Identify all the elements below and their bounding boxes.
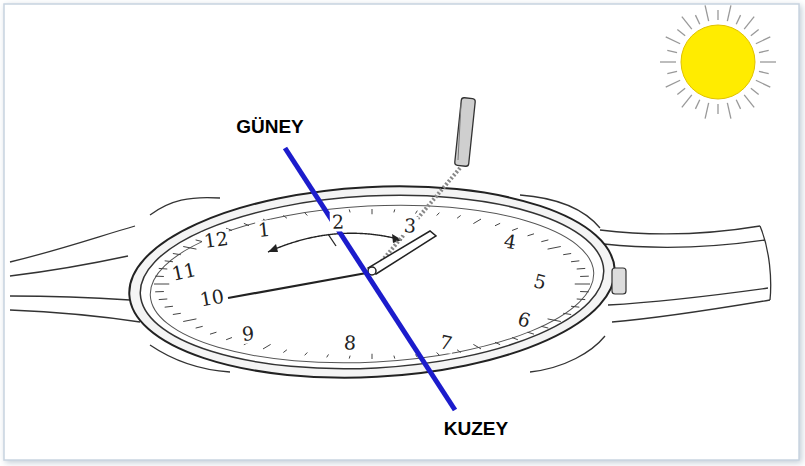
tick-mark xyxy=(173,253,181,254)
sun-ray xyxy=(717,104,718,114)
tick-mark xyxy=(495,342,500,344)
tick-mark xyxy=(283,215,287,218)
sun-ray xyxy=(751,30,759,36)
dial-number: 10 xyxy=(196,286,227,310)
sun-ray xyxy=(677,88,685,94)
tick-mark xyxy=(393,356,395,359)
direction-label: KUZEY xyxy=(441,418,511,439)
sun-ray xyxy=(666,80,680,87)
sun-ray xyxy=(660,61,676,62)
tick-mark xyxy=(457,215,461,218)
sun-ray xyxy=(667,71,677,73)
tick-mark xyxy=(159,268,168,270)
dial-number: 9 xyxy=(239,324,257,345)
tick-mark xyxy=(528,332,534,334)
tick-mark xyxy=(183,319,196,322)
tick-mark xyxy=(563,313,571,314)
tick-mark xyxy=(327,354,329,357)
tick-mark xyxy=(571,306,579,308)
dial-number: 1 xyxy=(255,220,273,241)
sun-ray xyxy=(759,71,769,73)
tick-mark xyxy=(196,326,203,328)
tick-mark xyxy=(512,338,518,340)
tick-mark xyxy=(305,352,308,355)
sun-ray xyxy=(695,100,699,109)
tick-mark xyxy=(563,253,571,254)
tick-mark xyxy=(305,213,308,216)
dial-number: 2 xyxy=(330,212,347,232)
tick-mark xyxy=(512,228,518,230)
tick-mark xyxy=(165,306,173,308)
tick-mark xyxy=(495,223,500,225)
tick-mark xyxy=(349,209,351,212)
sun-ray xyxy=(759,50,769,52)
sun-ray xyxy=(705,5,709,21)
tick-mark xyxy=(571,260,579,262)
tick-mark xyxy=(393,209,395,212)
tick-mark xyxy=(575,284,590,285)
tick-mark xyxy=(437,352,440,355)
tick-mark xyxy=(165,260,173,262)
sun-ray xyxy=(756,37,770,44)
tick-mark xyxy=(244,223,249,225)
tick-mark xyxy=(349,356,351,359)
tick-mark xyxy=(548,247,561,250)
tick-mark xyxy=(541,326,548,328)
tick-mark xyxy=(173,313,181,314)
tick-mark xyxy=(473,344,481,349)
tick-mark xyxy=(437,213,440,216)
dial-number: 8 xyxy=(341,333,358,353)
tick-mark xyxy=(155,276,164,277)
tick-mark xyxy=(416,211,418,214)
tick-mark xyxy=(577,268,586,270)
sun-ray xyxy=(677,30,685,36)
tick-mark xyxy=(155,291,164,292)
tick-mark xyxy=(577,298,586,300)
sun-ray xyxy=(760,61,776,62)
sun-ray xyxy=(682,17,692,30)
tick-mark xyxy=(528,234,534,236)
tick-mark xyxy=(457,350,461,353)
sun-ray xyxy=(666,37,680,44)
tick-mark xyxy=(283,350,287,353)
tick-mark xyxy=(183,247,196,250)
sun-ray xyxy=(727,103,731,119)
tick-mark xyxy=(226,338,232,340)
tick-mark xyxy=(263,344,271,349)
tick-mark xyxy=(154,284,169,285)
dial-number: 4 xyxy=(500,231,519,253)
tick-mark xyxy=(473,219,481,224)
tick-mark xyxy=(372,354,373,359)
sun-ray xyxy=(756,80,770,87)
sun-ray xyxy=(736,15,740,24)
tick-mark xyxy=(210,332,216,334)
tick-mark xyxy=(548,319,561,322)
sun-ray xyxy=(682,95,692,108)
sun-ray xyxy=(667,50,677,52)
tick-mark xyxy=(372,209,373,214)
sun-ray xyxy=(705,103,709,119)
direction-label: GÜNEY xyxy=(233,116,307,137)
tick-mark xyxy=(580,276,589,277)
sun-ray xyxy=(751,88,759,94)
tick-mark xyxy=(580,291,589,292)
sun-ray xyxy=(695,15,699,24)
dial-number: 3 xyxy=(401,216,418,236)
sun-ray xyxy=(744,17,754,30)
sun-ray xyxy=(727,5,731,21)
dial-number: 12 xyxy=(201,229,232,252)
sun-ray xyxy=(717,10,718,20)
sun-ray xyxy=(744,95,754,108)
tick-mark xyxy=(541,240,548,242)
sun-ray xyxy=(736,100,740,109)
tick-mark xyxy=(159,298,168,300)
